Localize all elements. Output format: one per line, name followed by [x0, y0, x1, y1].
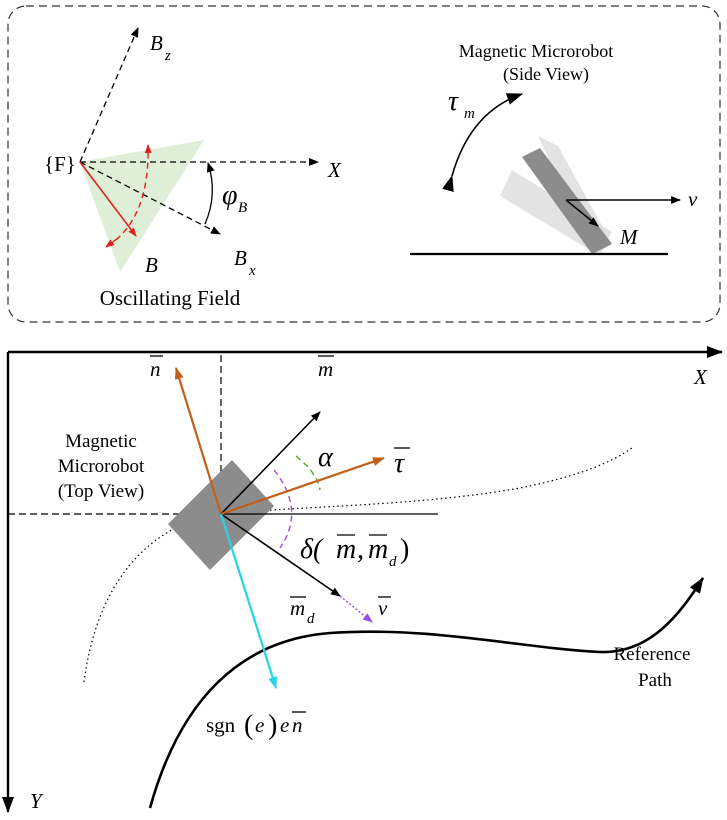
side-v-label: v: [688, 187, 698, 211]
b-field-vector: [79, 161, 137, 237]
top-title-line1: Magnetic: [65, 431, 137, 452]
m-label: m: [318, 357, 333, 381]
frame-label: {F}: [44, 152, 76, 176]
inset-dashed-frame: [7, 5, 721, 323]
svg-text:): ): [400, 534, 409, 565]
reference-label-line2: Path: [638, 670, 672, 691]
md-label: m: [290, 596, 305, 620]
n-label: n: [150, 357, 161, 381]
sgn-label: sgn ( e ) e n: [206, 710, 306, 741]
delta-label: δ( m , m d ): [300, 534, 409, 570]
v-vector: [339, 595, 373, 623]
robot-trajectory-dotted: [83, 447, 633, 683]
reference-path: [148, 577, 705, 809]
svg-text:δ(: δ(: [300, 534, 324, 565]
svg-text:m: m: [336, 534, 356, 565]
svg-text:n: n: [292, 713, 303, 737]
phi-label: φ: [222, 180, 238, 211]
phi-angle-arc: [204, 162, 215, 225]
main-panel: X Y Magnetic Microrobot (Top View) n m τ: [2, 346, 723, 813]
sgn-e-n-vector: [219, 513, 278, 689]
bz-axis: [79, 27, 139, 163]
bx-label: B: [234, 246, 247, 270]
m-vector: [220, 411, 321, 515]
tau-m-label: τ: [448, 86, 459, 117]
oscillation-cone: [80, 140, 204, 272]
bz-label: B: [150, 31, 163, 55]
svg-text:m: m: [368, 534, 388, 565]
alpha-label: α: [318, 442, 334, 473]
phi-sub: B: [238, 200, 247, 216]
alpha-arc: [295, 455, 321, 491]
magnetization-arrow: [565, 199, 599, 227]
svg-text:d: d: [389, 554, 397, 570]
md-sub: d: [307, 611, 315, 627]
svg-text:sgn: sgn: [206, 713, 236, 737]
svg-text:e: e: [255, 713, 264, 737]
main-y-label: Y: [30, 789, 44, 813]
delta-arc: [273, 469, 293, 549]
md-vector: [220, 513, 341, 597]
bz-sub: z: [164, 48, 171, 64]
svg-text:(: (: [244, 710, 253, 741]
torque-arc: [442, 93, 523, 193]
side-title-line2: (Side View): [503, 64, 589, 85]
svg-text:): ): [268, 710, 277, 741]
main-x-label: X: [693, 365, 708, 389]
side-view-robot: [500, 136, 612, 256]
tau-vector: [220, 456, 385, 516]
n-vector: [174, 367, 223, 515]
bx-sub: x: [248, 263, 256, 279]
inset-panel: {F} X B z B x B φ B Oscillating Field Ma…: [7, 5, 721, 323]
inset-x-label: X: [327, 158, 342, 182]
b-label: B: [145, 253, 158, 277]
side-m-label: M: [619, 225, 639, 249]
svg-text:e: e: [280, 713, 289, 737]
top-title-line2: Microrobot: [58, 456, 145, 477]
tau-m-sub: m: [464, 106, 475, 122]
oscillation-arc-end: [105, 237, 119, 248]
top-title-line3: (Top View): [58, 481, 144, 502]
v-label: v: [378, 596, 388, 620]
bx-axis: [79, 161, 221, 235]
tau-label: τ: [394, 448, 405, 479]
reference-label-line1: Reference: [614, 644, 691, 665]
side-title-line1: Magnetic Microrobot: [459, 41, 613, 61]
field-caption: Oscillating Field: [100, 286, 241, 310]
svg-text:,: ,: [357, 534, 364, 565]
